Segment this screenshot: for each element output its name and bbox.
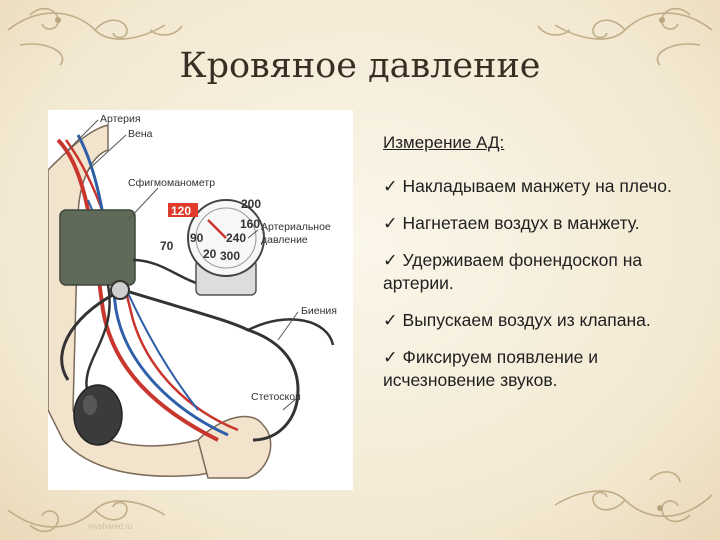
step-3: ✓ Удерживаем фонендоскоп на артерии. (383, 249, 683, 295)
gauge-mark-70: 70 (160, 239, 174, 253)
label-arterial-pressure-2: давление (261, 234, 308, 246)
instructions-heading: Измерение АД: (383, 133, 683, 153)
gauge-reading: 120 (171, 204, 191, 218)
check-icon: ✓ (383, 250, 398, 270)
blood-pressure-illustration: 120 200 160 240 90 70 20 300 Артерия Вен… (48, 110, 353, 490)
slide-title: Кровяное давление (0, 46, 720, 86)
step-5: ✓ Фиксируем появление и исчезновение зву… (383, 346, 683, 392)
cuff-tube (86, 285, 109, 395)
gauge-mark-20: 20 (203, 247, 217, 261)
gauge-mark-240: 240 (226, 231, 246, 245)
gauge-mark-300: 300 (220, 249, 240, 263)
label-beats: Биения (301, 305, 337, 317)
inflation-bulb (74, 385, 122, 445)
step-2: ✓ Нагнетаем воздух в манжету. (383, 212, 683, 235)
gauge-mark-90: 90 (190, 231, 204, 245)
pressure-cuff (60, 210, 135, 285)
gauge-mark-200: 200 (241, 197, 261, 211)
check-icon: ✓ (383, 213, 398, 233)
label-arterial-pressure-1: Артериальное (261, 221, 331, 233)
step-1-text: Накладываем манжету на плечо. (403, 176, 672, 196)
step-4-text: Выпускаем воздух из клапана. (403, 310, 651, 330)
stethoscope-head (111, 281, 129, 299)
check-icon: ✓ (383, 347, 398, 367)
step-3-text: Удерживаем фонендоскоп на артерии. (383, 250, 642, 293)
step-5-text: Фиксируем появление и исчезновение звуко… (383, 347, 598, 390)
label-vein: Вена (128, 128, 153, 140)
label-artery: Артерия (100, 113, 141, 125)
footer-watermark: myshared.ru (88, 522, 132, 531)
step-1: ✓ Накладываем манжету на плечо. (383, 175, 683, 198)
check-icon: ✓ (383, 310, 398, 330)
gauge-mark-160: 160 (240, 217, 260, 231)
step-2-text: Нагнетаем воздух в манжету. (403, 213, 640, 233)
label-sphygmomanometer: Сфигмоманометр (128, 177, 215, 189)
check-icon: ✓ (383, 176, 398, 196)
instructions-panel: Измерение АД: ✓ Накладываем манжету на п… (383, 133, 683, 406)
step-4: ✓ Выпускаем воздух из клапана. (383, 309, 683, 332)
label-stethoscope: Стетоскоп (251, 391, 301, 403)
ornament-bottom-right (530, 450, 720, 540)
